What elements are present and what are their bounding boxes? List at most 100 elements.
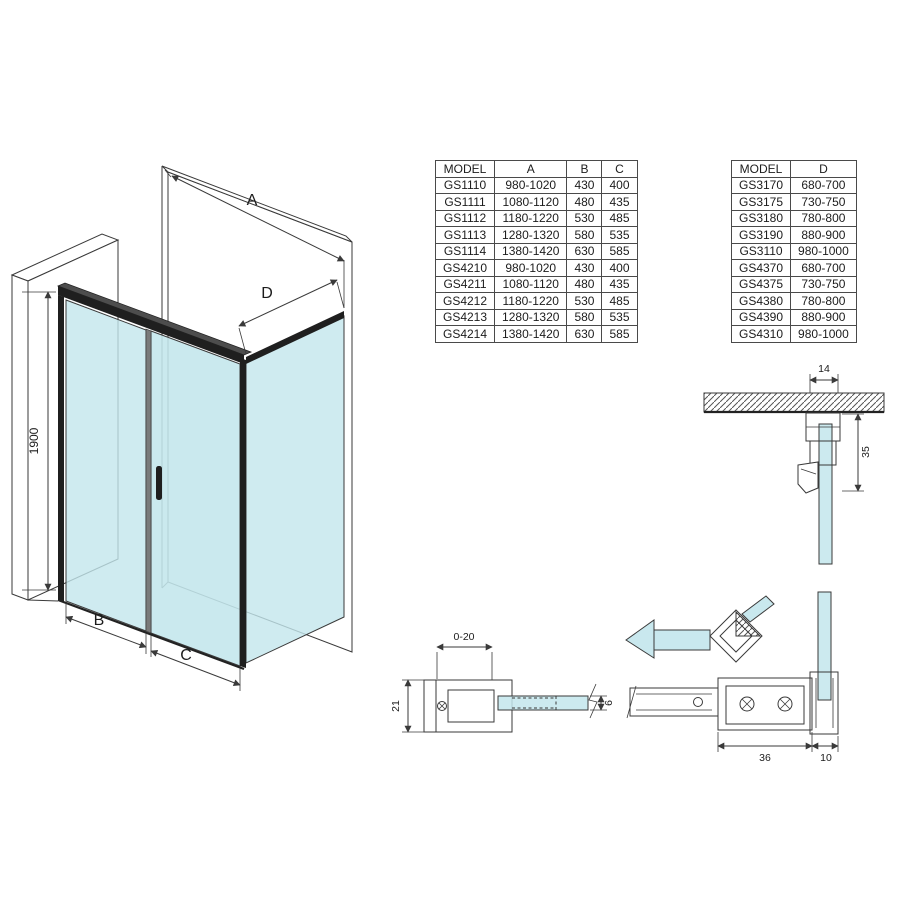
fixing-hole <box>693 697 703 707</box>
model-cell: GS4370 <box>730 259 792 277</box>
model-cell: GS1110 <box>434 176 496 194</box>
floor-line <box>27 599 59 602</box>
dimension-6: 6 <box>590 695 615 711</box>
model-cell: GS4213 <box>434 308 496 326</box>
dim-label-c: C <box>180 647 192 664</box>
value-cell: 1380-1420 <box>494 325 568 343</box>
column-header: A <box>494 160 568 178</box>
value-cell: 1280-1320 <box>494 226 568 244</box>
glass-clamp <box>797 461 819 494</box>
model-cell: GS4310 <box>730 325 792 343</box>
value-cell: 585 <box>601 242 638 260</box>
column-header: MODEL <box>434 160 496 178</box>
value-cell: 535 <box>601 226 638 244</box>
vertical-glass-strip <box>817 591 832 701</box>
value-cell: 400 <box>601 259 638 277</box>
wall-profile-body <box>423 679 513 733</box>
dim-label-d: D <box>261 285 273 302</box>
value-cell: 1080-1120 <box>494 193 568 211</box>
corner-block-hatch <box>735 610 762 637</box>
detail-corner-profile <box>625 595 775 663</box>
glass-plan-strip <box>497 695 589 711</box>
value-cell: 535 <box>601 308 638 326</box>
value-cell: 580 <box>566 226 603 244</box>
side-glass-panel <box>245 315 345 664</box>
value-cell: 1080-1120 <box>494 275 568 293</box>
sliding-glass-door <box>150 330 241 667</box>
dimension-21: 21 <box>390 679 424 733</box>
dimension-a: A <box>164 169 345 308</box>
value-cell: 435 <box>601 193 638 211</box>
glass-strip <box>818 423 833 565</box>
dimension-36: 36 <box>717 732 813 764</box>
value-cell: 980-1020 <box>494 259 568 277</box>
right-glass-channel <box>809 671 839 735</box>
value-cell: 400 <box>601 176 638 194</box>
value-cell: 880-900 <box>790 308 857 326</box>
dim-label-21: 21 <box>390 700 402 712</box>
value-cell: 680-700 <box>790 259 857 277</box>
value-cell: 430 <box>566 259 603 277</box>
value-cell: 980-1020 <box>494 176 568 194</box>
value-cell: 430 <box>566 176 603 194</box>
wall-hatch-band <box>703 392 885 414</box>
dimension-c: C <box>150 635 241 691</box>
dimension-d: D <box>238 279 345 355</box>
dim-label-14: 14 <box>818 363 830 375</box>
value-cell: 680-700 <box>790 176 857 194</box>
dim-label-35: 35 <box>860 446 872 458</box>
value-cell: 1180-1220 <box>494 292 568 310</box>
break-mark <box>588 683 598 719</box>
model-cell: GS3170 <box>730 176 792 194</box>
left-channel-profile <box>626 685 719 719</box>
detail-bottom-profile-section: 36 10 <box>626 591 839 764</box>
value-cell: 485 <box>601 209 638 227</box>
corner-glass <box>625 595 775 659</box>
top-rail <box>56 282 253 364</box>
bottom-right-glass <box>817 591 832 701</box>
dimension-35: 35 <box>842 413 872 492</box>
corner-block-inner <box>719 619 753 653</box>
model-cell: GS1111 <box>434 193 496 211</box>
model-cell: GS3180 <box>730 209 792 227</box>
detail-glass-top <box>818 423 833 565</box>
model-cell: GS3110 <box>730 242 792 260</box>
model-cell: GS4375 <box>730 275 792 293</box>
value-cell: 530 <box>566 292 603 310</box>
value-cell: 980-1000 <box>790 242 857 260</box>
model-cell: GS4380 <box>730 292 792 310</box>
value-cell: 780-800 <box>790 209 857 227</box>
model-cell: GS4212 <box>434 292 496 310</box>
value-cell: 485 <box>601 292 638 310</box>
adjusting-screw <box>437 701 447 711</box>
profile-body <box>797 412 841 494</box>
value-cell: 980-1000 <box>790 325 857 343</box>
value-cell: 630 <box>566 325 603 343</box>
value-cell: 880-900 <box>790 226 857 244</box>
plan-glass <box>497 695 589 711</box>
dimension-14: 14 <box>809 363 839 393</box>
value-cell: 1280-1320 <box>494 308 568 326</box>
value-cell: 1180-1220 <box>494 209 568 227</box>
value-cell: 1380-1420 <box>494 242 568 260</box>
model-cell: GS4210 <box>434 259 496 277</box>
